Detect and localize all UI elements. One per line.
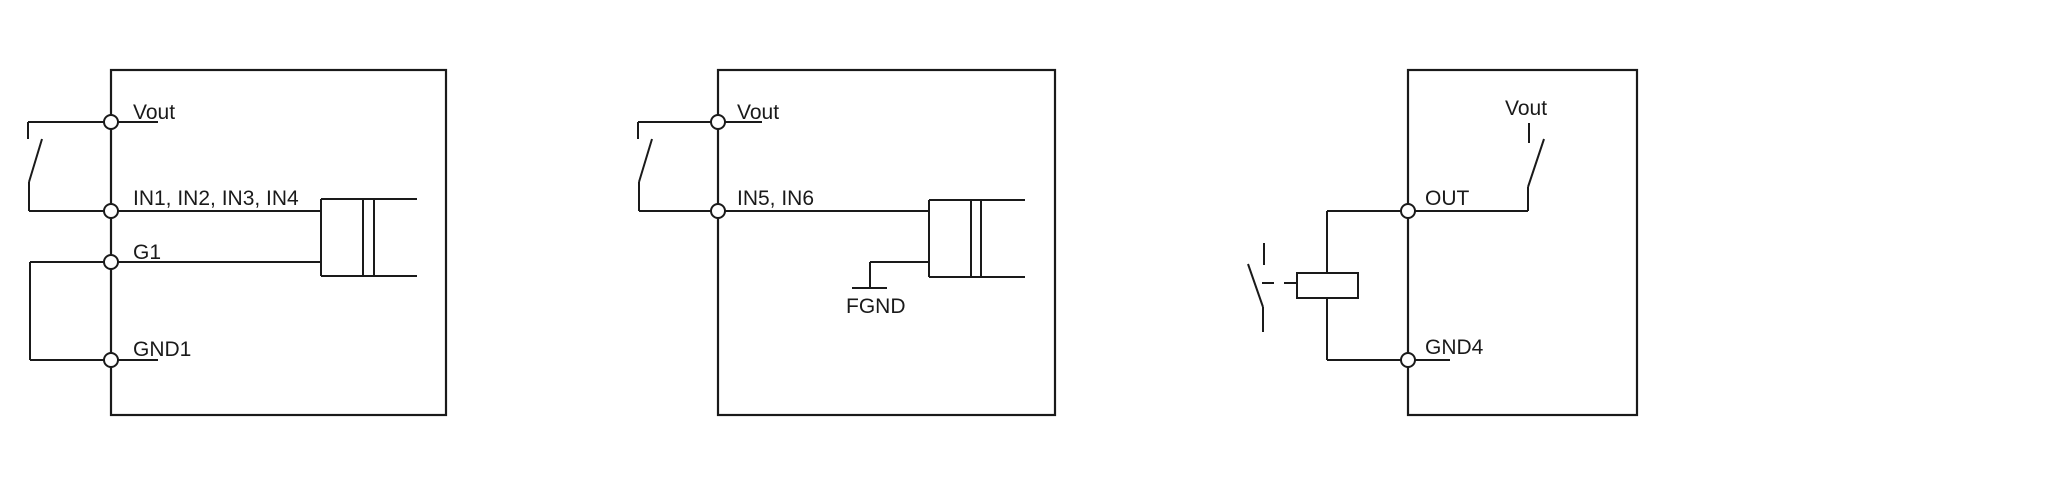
terminal-in xyxy=(103,203,119,219)
terminal-vout xyxy=(103,114,119,130)
label-inputs: IN1, IN2, IN3, IN4 xyxy=(133,187,299,210)
label-vout: Vout xyxy=(133,101,175,124)
internal-switch-symbol xyxy=(1408,123,1545,212)
frame-ground-symbol xyxy=(852,261,929,289)
terminal-vout xyxy=(710,114,726,130)
label-fgnd: FGND xyxy=(846,295,906,318)
relay-contact-symbol xyxy=(1247,243,1297,332)
label-inputs: IN5, IN6 xyxy=(737,187,814,210)
external-relay-circuit xyxy=(1296,210,1408,361)
label-out: OUT xyxy=(1425,187,1470,210)
diagram-digital-inputs-group2: Vout IN5, IN6 FGND xyxy=(637,68,1057,417)
switch-blade xyxy=(638,138,653,183)
isolator-symbol xyxy=(928,199,1025,278)
label-vout: Vout xyxy=(737,101,779,124)
terminal-gnd4 xyxy=(1400,352,1416,368)
terminal-g1 xyxy=(103,254,119,270)
terminal-in xyxy=(710,203,726,219)
terminal-gnd1 xyxy=(103,352,119,368)
g1-gnd1-jumper xyxy=(29,261,111,361)
diagram-relay-output: Vout OUT GND4 xyxy=(1247,68,1639,417)
label-vout: Vout xyxy=(1505,97,1547,120)
switch-blade xyxy=(28,138,43,183)
relay-coil xyxy=(1296,272,1359,299)
diagram-digital-inputs-group1: Vout IN1, IN2, IN3, IN4 G1 GND1 xyxy=(27,68,448,417)
switch-blade xyxy=(1527,138,1545,188)
external-switch-symbol xyxy=(27,121,111,212)
label-g1: G1 xyxy=(133,241,161,264)
device-box xyxy=(109,68,448,417)
device-box xyxy=(1406,68,1639,417)
label-gnd4: GND4 xyxy=(1425,336,1484,359)
terminal-out xyxy=(1400,203,1416,219)
label-gnd1: GND1 xyxy=(133,338,191,361)
isolator-symbol xyxy=(320,198,417,277)
device-box xyxy=(716,68,1057,417)
external-switch-symbol xyxy=(637,121,718,212)
contact-blade xyxy=(1247,263,1264,308)
